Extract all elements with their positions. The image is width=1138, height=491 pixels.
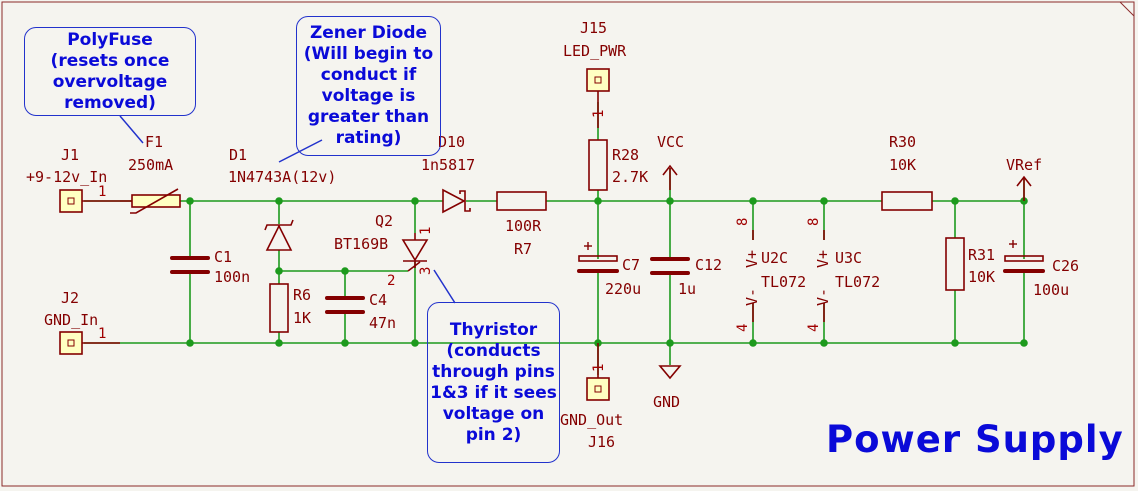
j2-connector[interactable] [59, 331, 120, 355]
u2c-ref: U2C [761, 249, 788, 267]
c12-capacitor[interactable] [650, 257, 690, 275]
polyfuse-note: PolyFuse (resets once overvoltage remove… [24, 27, 196, 116]
r31-resistor[interactable] [945, 237, 965, 291]
r7-value: 100R [505, 217, 542, 235]
j2-ref: J2 [61, 289, 79, 307]
j1-value: +9-12v_In [26, 168, 107, 186]
r28-resistor[interactable] [588, 139, 608, 191]
f1-value: 250mA [128, 156, 173, 174]
c1-ref: C1 [214, 248, 232, 266]
q2-pin3: 3 [418, 267, 434, 275]
c26-ref: C26 [1052, 257, 1079, 275]
d1-value: 1N4743A(12v) [228, 168, 336, 186]
u2c-pin4: 4 [735, 324, 751, 332]
j1-connector[interactable] [59, 189, 120, 213]
q2-pin1: 1 [418, 227, 434, 235]
c7-value: 220u [605, 280, 641, 298]
c7-capacitor[interactable] [577, 242, 619, 273]
r30-ref: R30 [889, 133, 916, 151]
r7-ref: R7 [514, 240, 532, 258]
j1-ref: J1 [61, 146, 79, 164]
j16-connector[interactable] [586, 343, 610, 401]
c12-ref: C12 [695, 256, 722, 274]
u2c-pin8: 8 [735, 218, 751, 226]
d10-value: 1n5817 [421, 156, 475, 174]
r7-resistor[interactable] [496, 191, 547, 211]
c12-value: 1u [678, 280, 696, 298]
vcc-power-symbol [662, 164, 678, 190]
vcc-label: VCC [657, 133, 684, 151]
thyristor-note: Thyristor (conducts through pins 1&3 if … [427, 302, 560, 463]
j15-value: LED_PWR [563, 42, 627, 60]
j2-pin: 1 [98, 326, 106, 342]
j1-pin: 1 [98, 184, 106, 200]
u3c-pin8: 8 [806, 218, 822, 226]
c4-ref: C4 [369, 291, 387, 309]
r30-value: 10K [889, 156, 916, 174]
j16-ref: J16 [588, 433, 615, 451]
u2c-vminus: V- [743, 288, 761, 306]
j16-value: GND_Out [560, 411, 623, 429]
c1-capacitor[interactable] [170, 256, 210, 274]
c4-value: 47n [369, 314, 396, 332]
u2c-value: TL072 [761, 273, 806, 291]
j2-value: GND_In [44, 311, 98, 329]
r31-value: 10K [968, 268, 995, 286]
r6-ref: R6 [293, 286, 311, 304]
f1-polyfuse[interactable] [120, 188, 181, 214]
d10-schottky-diode[interactable] [442, 188, 471, 214]
u2c-vplus: V+ [743, 250, 761, 268]
d10-ref: D10 [438, 133, 465, 151]
d1-ref: D1 [229, 146, 247, 164]
u3c-value: TL072 [835, 273, 880, 291]
sheet-corner-mark [1119, 1, 1135, 17]
j16-pin: 1 [591, 364, 607, 372]
q2-pin2: 2 [387, 273, 395, 289]
u3c-vminus: V- [814, 288, 832, 306]
vref-power-symbol [1016, 175, 1032, 201]
c7-ref: C7 [622, 256, 640, 274]
r31-ref: R31 [968, 246, 995, 264]
j15-ref: J15 [580, 19, 607, 37]
q2-ref: Q2 [375, 212, 393, 230]
r6-resistor[interactable] [269, 283, 289, 333]
r28-ref: R28 [612, 146, 639, 164]
f1-ref: F1 [145, 133, 163, 151]
u3c-pin4: 4 [806, 324, 822, 332]
gnd-power-symbol [658, 365, 682, 380]
r30-resistor[interactable] [881, 191, 933, 211]
vref-label: VRef [1006, 156, 1042, 174]
u3c-ref: U3C [835, 249, 862, 267]
j15-connector[interactable] [586, 68, 610, 128]
d1-zener-diode[interactable] [264, 219, 294, 251]
r6-value: 1K [293, 309, 311, 327]
c26-value: 100u [1033, 281, 1069, 299]
c26-capacitor[interactable] [1003, 240, 1045, 273]
j15-pin: 1 [591, 110, 607, 118]
gnd-label: GND [653, 393, 680, 411]
sheet-title: Power Supply [826, 418, 1124, 461]
q2-thyristor[interactable] [401, 233, 429, 272]
r28-value: 2.7K [612, 168, 648, 186]
q2-value: BT169B [334, 235, 388, 253]
u3c-vplus: V+ [814, 250, 832, 268]
c4-capacitor[interactable] [325, 296, 365, 314]
zener-note: Zener Diode (Will begin to conduct if vo… [296, 16, 441, 156]
c1-value: 100n [214, 268, 250, 286]
